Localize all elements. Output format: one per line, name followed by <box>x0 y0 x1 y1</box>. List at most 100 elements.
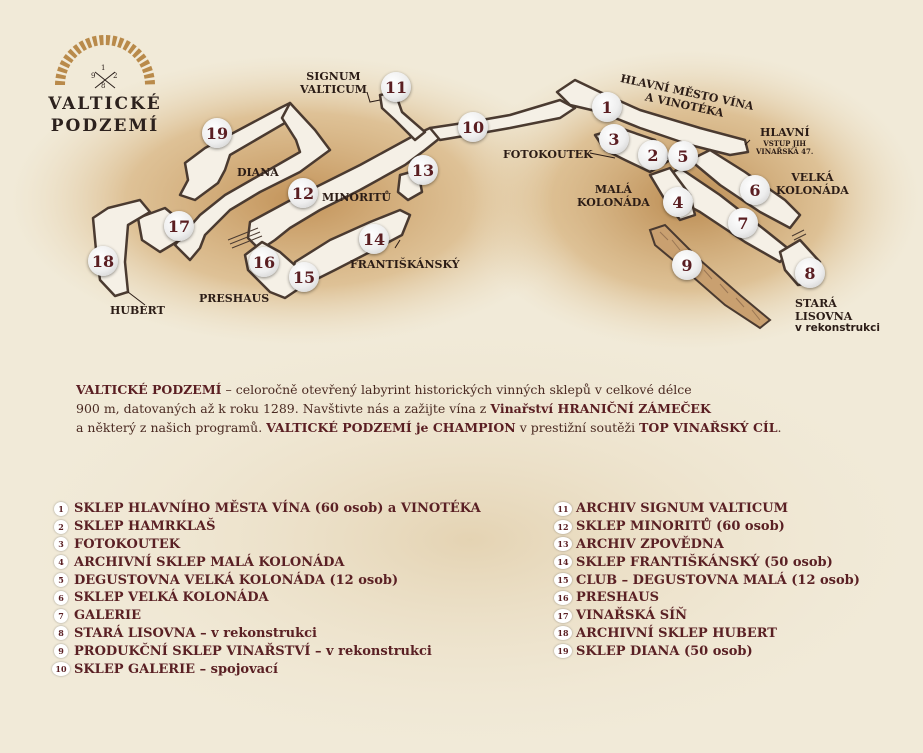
legend-item: 16 PRESHAUS <box>554 589 860 607</box>
map-badge-1: 1 <box>592 92 622 122</box>
legend-left: 1 SKLEP HLAVNÍHO MĚSTA VÍNA (60 osob) a V… <box>52 500 481 678</box>
intro-champion: VALTICKÉ PODZEMÍ je CHAMPION <box>266 420 516 435</box>
legend-text: SKLEP MINORITŮ (60 osob) <box>576 519 785 535</box>
legend-number: 1 <box>54 501 68 516</box>
legend-text: SKLEP HLAVNÍHO MĚSTA VÍNA (60 osob) a VI… <box>74 501 481 517</box>
map-badge-11: 11 <box>381 72 411 102</box>
logo-title-line1: VALTICKÉ <box>48 94 162 114</box>
map-label-frantiskansky: FRANTIŠKÁNSKÝ <box>350 258 460 271</box>
intro-line-1: VALTICKÉ PODZEMÍ – celoročně otevřený la… <box>76 382 692 397</box>
legend-number: 19 <box>554 644 572 659</box>
logo-digit-right: 2 <box>113 72 118 80</box>
map-badge-12: 12 <box>288 178 318 208</box>
legend-number: 2 <box>54 519 68 534</box>
logo-emblem-icon <box>55 35 155 89</box>
legend-item: 12 SKLEP MINORITŮ (60 osob) <box>554 518 860 536</box>
map-label-signum: SIGNUM VALTICUM <box>300 70 367 96</box>
map-badge-5: 5 <box>668 141 698 171</box>
logo-title-line2: PODZEMÍ <box>50 116 160 136</box>
map-label-hlavni-vstup: HLAVNÍ <box>760 126 810 139</box>
legend-item: 13 ARCHIV ZPOVĚDNA <box>554 536 860 554</box>
map-label-minoritu: MINORITŮ <box>322 191 392 204</box>
legend-text: SKLEP VELKÁ KOLONÁDA <box>74 590 269 606</box>
legend-number: 16 <box>554 590 572 605</box>
map-label-diana: DIANA <box>237 166 279 179</box>
cellar-shape-gallery-connector <box>428 98 577 142</box>
legend-number: 7 <box>54 608 68 623</box>
map-badge-8: 8 <box>795 258 825 288</box>
map-badge-4: 4 <box>663 187 693 217</box>
legend-text: ARCHIV ZPOVĚDNA <box>576 536 724 552</box>
map-label-hubert: HUBERT <box>110 304 165 317</box>
cellar-shape-diana <box>178 101 300 202</box>
legend-text: ARCHIV SIGNUM VALTICUM <box>576 501 788 517</box>
legend-item: 6 SKLEP VELKÁ KOLONÁDA <box>54 589 481 607</box>
legend-item: 5 DEGUSTOVNA VELKÁ KOLONÁDA (12 osob) <box>54 571 481 589</box>
legend-text: DEGUSTOVNA VELKÁ KOLONÁDA (12 osob) <box>74 572 399 588</box>
legend-item: 7 GALERIE <box>54 607 481 625</box>
logo-digit-top: 1 <box>101 64 106 72</box>
map-label-vstup-jih: VSTUP JIH VINAŘSKÁ 47. <box>756 139 814 156</box>
legend-item: 9 PRODUKČNÍ SKLEP VINAŘSTVÍ – v rekonstru… <box>54 642 481 660</box>
legend-text: SKLEP DIANA (50 osob) <box>576 643 753 659</box>
legend-text: SKLEP GALERIE – spojovací <box>74 661 278 677</box>
legend-number: 13 <box>554 537 572 552</box>
legend-right: 11 ARCHIV SIGNUM VALTICUM 12 SKLEP MINORIT… <box>554 500 860 660</box>
map-badge-18: 18 <box>88 246 118 276</box>
legend-text: STARÁ LISOVNA – v rekonstrukci <box>74 625 317 641</box>
logo-digit-bottom: 8 <box>101 82 106 90</box>
intro-winery: Vinařství HRANIČNÍ ZÁMEČEK <box>490 401 711 416</box>
legend-number: 8 <box>54 626 68 641</box>
legend-number: 10 <box>52 662 70 677</box>
cellar-shape-corridor-west <box>173 101 332 262</box>
legend-number: 14 <box>554 555 572 570</box>
legend-text: SKLEP HAMRKLAŠ <box>74 519 216 535</box>
legend-item: 19 SKLEP DIANA (50 osob) <box>554 642 860 660</box>
legend-text: PRODUKČNÍ SKLEP VINAŘSTVÍ – v rekonstruk… <box>74 643 432 659</box>
map-badge-7: 7 <box>728 208 758 238</box>
legend-text: GALERIE <box>74 608 142 624</box>
map-badge-9: 9 <box>672 250 702 280</box>
map-badge-2: 2 <box>638 140 668 170</box>
legend-item: 14 SKLEP FRANTIŠKÁNSKÝ (50 osob) <box>554 553 860 571</box>
legend-text: SKLEP FRANTIŠKÁNSKÝ (50 osob) <box>576 554 833 570</box>
legend-number: 17 <box>554 608 572 623</box>
legend-text: PRESHAUS <box>576 590 659 606</box>
legend-number: 9 <box>54 644 68 659</box>
map-badge-14: 14 <box>359 224 389 254</box>
legend-item: 18 ARCHIVNÍ SKLEP HUBERT <box>554 625 860 643</box>
map-badge-19: 19 <box>202 118 232 148</box>
intro-contest: TOP VINAŘSKÝ CÍL <box>639 420 778 435</box>
map-label-preshaus: PRESHAUS <box>199 292 270 305</box>
logo: 1 9 2 8 VALTICKÉ PODZEMÍ <box>40 30 170 140</box>
legend-number: 6 <box>54 590 68 605</box>
legend-item: 10 SKLEP GALERIE – spojovací <box>52 660 481 678</box>
map-label-v-rekonstrukci: v rekonstrukci <box>795 322 880 334</box>
legend-item: 1 SKLEP HLAVNÍHO MĚSTA VÍNA (60 osob) a V… <box>54 500 481 518</box>
legend-number: 5 <box>54 573 68 588</box>
legend-number: 12 <box>554 519 572 534</box>
legend-number: 18 <box>554 626 572 641</box>
legend-number: 3 <box>54 537 68 552</box>
legend-item: 8 STARÁ LISOVNA – v rekonstrukci <box>54 625 481 643</box>
intro-line-3: a některý z našich programů. VALTICKÉ PO… <box>76 420 782 435</box>
map-label-fotokoutek: FOTOKOUTEK <box>503 148 593 161</box>
intro-brand: VALTICKÉ PODZEMÍ <box>76 382 222 397</box>
map-badge-15: 15 <box>289 262 319 292</box>
map-badge-6: 6 <box>740 175 770 205</box>
logo-digit-left: 9 <box>91 72 96 80</box>
intro-paragraph: VALTICKÉ PODZEMÍ – celoročně otevřený la… <box>76 380 856 437</box>
map-label-velka-kolonada: VELKÁ KOLONÁDA <box>776 171 849 197</box>
map-badge-17: 17 <box>164 211 194 241</box>
map-badge-13: 13 <box>408 155 438 185</box>
legend-item: 2 SKLEP HAMRKLAŠ <box>54 518 481 536</box>
legend-text: VINAŘSKÁ SÍŇ <box>576 608 688 624</box>
legend-text: ARCHIVNÍ SKLEP MALÁ KOLONÁDA <box>74 554 345 570</box>
legend-number: 11 <box>554 501 572 516</box>
legend-text: CLUB – DEGUSTOVNA MALÁ (12 osob) <box>576 572 860 588</box>
map-badge-16: 16 <box>249 247 279 277</box>
legend-text: ARCHIVNÍ SKLEP HUBERT <box>576 625 777 641</box>
